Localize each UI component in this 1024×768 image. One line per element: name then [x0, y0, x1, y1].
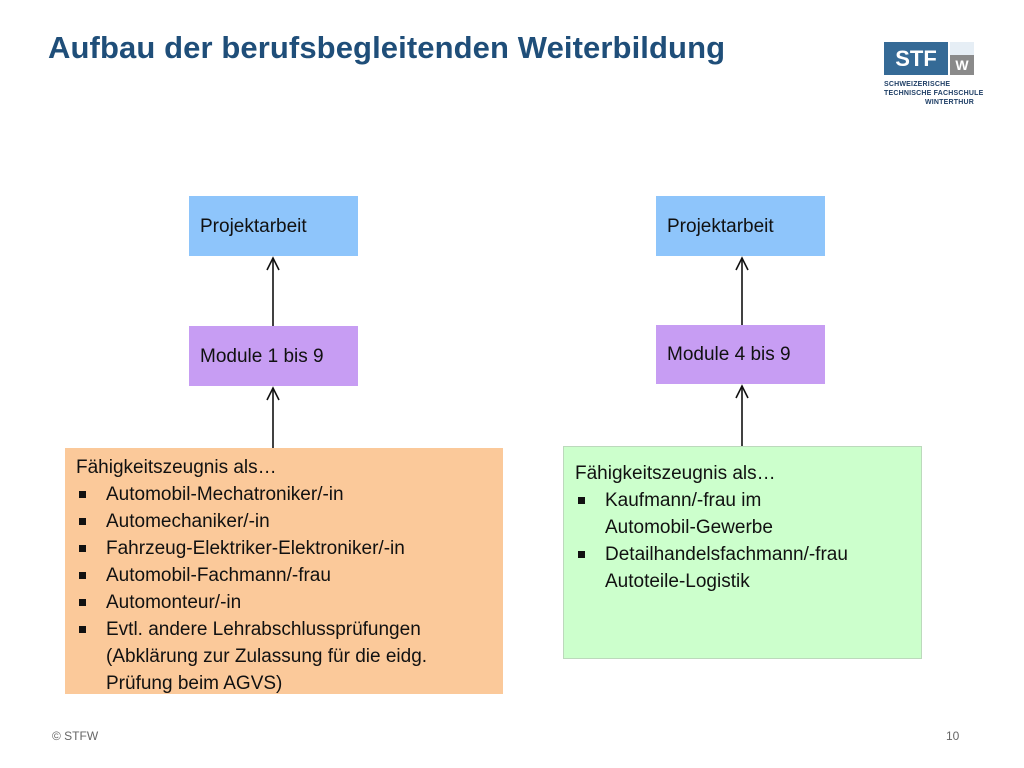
page-number: 10 [946, 729, 960, 743]
left-module-box: Module 1 bis 9 [189, 326, 358, 386]
list-item: Fahrzeug-Elektriker-Elektroniker/-in [76, 535, 493, 562]
left-projektarbeit-label: Projektarbeit [200, 215, 307, 237]
list-item: Automobil-Mechatroniker/-in [76, 481, 493, 508]
left-projektarbeit-box: Projektarbeit [189, 196, 358, 256]
right-module-box: Module 4 bis 9 [656, 325, 825, 384]
right-qualification-box: Fähigkeitszeugnis als… Kaufmann/-frau im… [563, 446, 922, 659]
left-qualification-heading: Fähigkeitszeugnis als… [76, 457, 277, 478]
list-item: Detailhandelsfachmann/-frau Autoteile-Lo… [575, 541, 905, 595]
logo-text: SCHWEIZERISCHE TECHNISCHE FACHSCHULE WIN… [884, 80, 983, 107]
list-item: Automechaniker/-in [76, 508, 493, 535]
right-module-label: Module 4 bis 9 [667, 344, 791, 365]
arrowhead-right-lower [735, 384, 749, 399]
logo-line-3: WINTERTHUR [924, 99, 974, 106]
logo-line-2: TECHNISCHE FACHSCHULE [884, 90, 984, 97]
right-projektarbeit-box: Projektarbeit [656, 196, 825, 256]
logo-letter-block: W [950, 42, 974, 75]
arrowhead-right-upper [735, 256, 749, 271]
list-item: Kaufmann/-frau im Automobil-Gewerbe [575, 487, 825, 541]
right-projektarbeit-label: Projektarbeit [667, 215, 774, 237]
left-qualification-box: Fähigkeitszeugnis als… Automobil-Mechatr… [65, 448, 503, 694]
stfw-logo: STF W SCHWEIZERISCHE TECHNISCHE FACHSCHU… [884, 42, 983, 108]
right-qualification-list: Kaufmann/-frau im Automobil-Gewerbe Deta… [575, 487, 911, 595]
list-item: Evtl. andere Lehrabschlussprüfungen (Abk… [76, 616, 476, 697]
slide-title: Aufbau der berufsbegleitenden Weiterbild… [48, 30, 726, 65]
right-qualification-heading: Fähigkeitszeugnis als… [575, 463, 776, 484]
left-module-label: Module 1 bis 9 [200, 345, 324, 367]
logo-mark: STF [884, 42, 948, 75]
list-item: Automonteur/-in [76, 589, 493, 616]
footer-copyright: © STFW [52, 729, 99, 743]
arrowhead-left-upper [266, 256, 280, 271]
logo-line-1: SCHWEIZERISCHE [884, 81, 951, 88]
left-qualification-list: Automobil-Mechatroniker/-in Automechanik… [76, 481, 493, 697]
list-item: Automobil-Fachmann/-frau [76, 562, 493, 589]
logo-letter: W [950, 55, 974, 75]
arrowhead-left-lower [266, 386, 280, 401]
